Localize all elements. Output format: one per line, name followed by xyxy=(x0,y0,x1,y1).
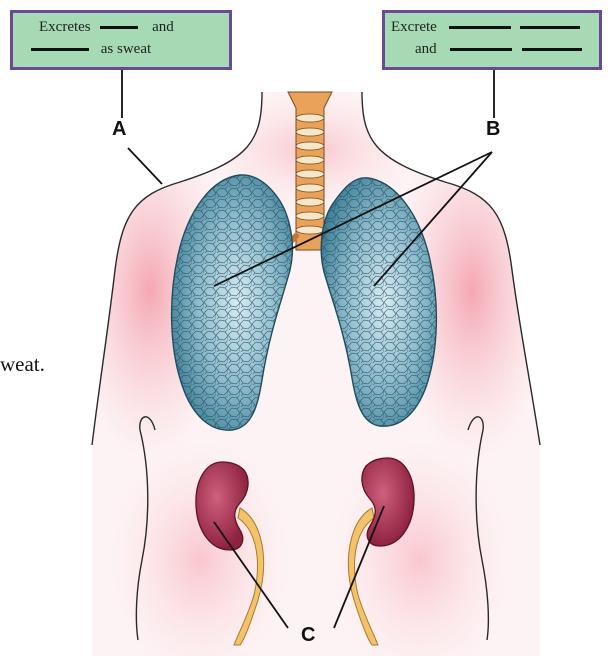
label-box-a: Excretes and as sweat xyxy=(10,10,232,70)
box-a-word-3: as sweat xyxy=(101,41,151,57)
box-a-word-1: Excretes xyxy=(39,19,91,35)
box-b-blank-2 xyxy=(520,26,580,29)
box-b-word-1: Excrete xyxy=(391,19,437,35)
side-text-fragment: weat. xyxy=(0,352,45,377)
box-b-word-2: and xyxy=(415,41,437,57)
pointer-a xyxy=(128,148,162,184)
label-c: C xyxy=(301,624,315,647)
box-a-blank-2 xyxy=(31,48,89,51)
box-a-blank-1 xyxy=(100,26,138,29)
box-a-word-2: and xyxy=(152,19,174,35)
label-a: A xyxy=(112,118,126,141)
label-b: B xyxy=(486,118,500,141)
box-b-blank-3 xyxy=(450,48,512,51)
label-box-b: Excrete and xyxy=(382,10,602,70)
box-b-blank-4 xyxy=(522,48,582,51)
box-b-blank-1 xyxy=(449,26,511,29)
